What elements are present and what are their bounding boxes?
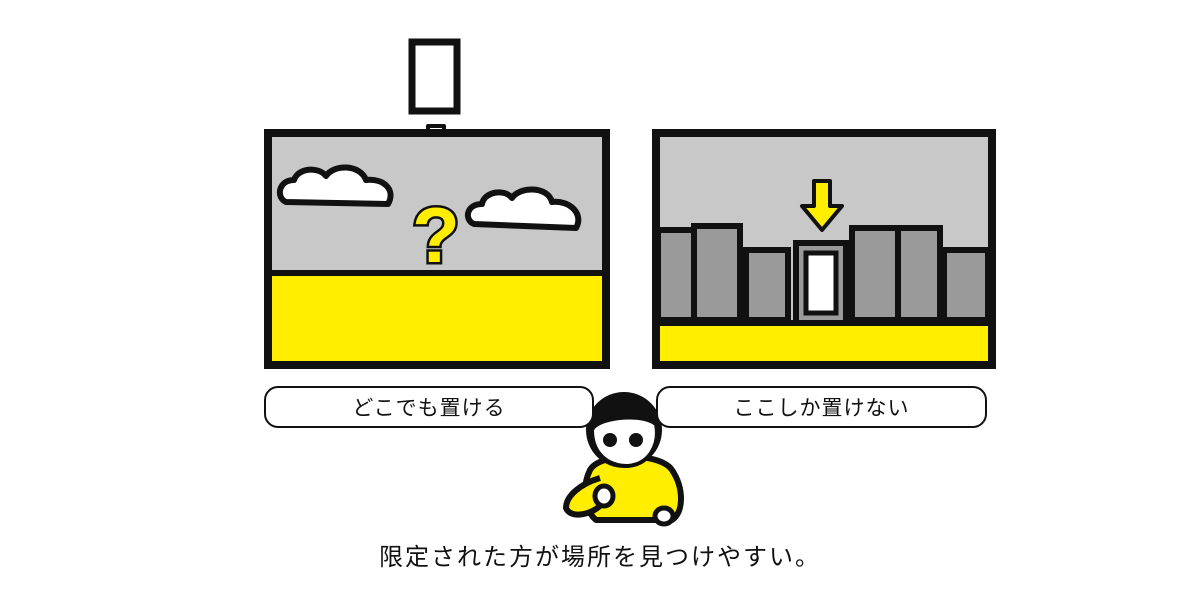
building: [655, 227, 697, 323]
character-arm: [563, 475, 602, 518]
building: [849, 225, 901, 323]
left-panel-ground: [268, 273, 606, 365]
question-mark: ?: [412, 191, 460, 279]
cloud-right: [464, 186, 582, 231]
down-arrow-yellow-icon: [800, 179, 844, 232]
left-panel: ?: [264, 129, 610, 369]
character-eye: [629, 433, 643, 447]
building: [691, 223, 743, 323]
right-panel-ground: [656, 323, 992, 365]
target-block: [803, 250, 839, 316]
right-panel: [652, 129, 996, 369]
character-hand: [592, 483, 616, 509]
cloud-left: [276, 164, 394, 207]
building: [895, 225, 943, 323]
building: [743, 247, 791, 323]
character: [563, 392, 684, 527]
label-only-here: ここしか置けない: [656, 386, 987, 428]
caption: 限定された方が場所を見つけやすい。: [379, 543, 821, 571]
building: [941, 247, 991, 323]
character-eye: [603, 433, 617, 447]
character-face: [589, 415, 659, 469]
character-hand: [652, 505, 676, 527]
floating-block: [408, 38, 461, 115]
label-anywhere: どこでも置ける: [264, 386, 594, 428]
